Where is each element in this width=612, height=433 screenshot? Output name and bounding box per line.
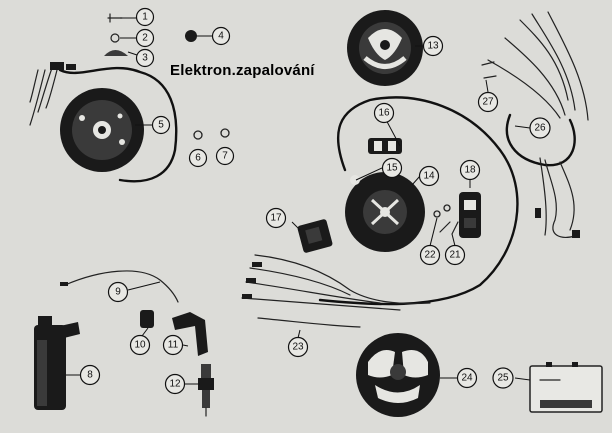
callout-25: 25 [492, 367, 514, 389]
svg-text:4: 4 [218, 31, 224, 42]
small-connectors [481, 61, 497, 79]
svg-text:10: 10 [134, 340, 146, 351]
svg-text:11: 11 [168, 340, 179, 351]
svg-text:22: 22 [424, 250, 436, 261]
ht-cable [60, 270, 179, 303]
callout-9: 9 [107, 281, 129, 303]
svg-text:23: 23 [292, 342, 304, 353]
callout-22: 22 [419, 244, 441, 266]
callout-11: 11 [162, 334, 184, 356]
svg-text:24: 24 [461, 373, 473, 384]
ignition-coil [34, 316, 80, 410]
svg-text:12: 12 [169, 379, 181, 390]
suppressor-caps [140, 310, 208, 356]
callout-12: 12 [164, 373, 186, 395]
callout-3: 3 [135, 48, 155, 68]
svg-text:26: 26 [534, 123, 546, 134]
callout-6: 6 [188, 148, 208, 168]
svg-text:21: 21 [449, 250, 461, 261]
callout-17: 17 [265, 207, 287, 229]
svg-text:7: 7 [222, 151, 228, 162]
svg-text:9: 9 [115, 287, 121, 298]
trigger-module [368, 138, 402, 154]
svg-text:15: 15 [386, 163, 398, 174]
svg-text:18: 18 [464, 165, 476, 176]
svg-text:17: 17 [270, 213, 282, 224]
spark-plug [198, 364, 214, 417]
small-hardware-group [104, 13, 197, 56]
callout-21: 21 [444, 244, 466, 266]
washers [193, 128, 230, 140]
callout-2: 2 [135, 28, 155, 48]
small-screws [433, 204, 459, 235]
pickup-sensor [459, 192, 481, 238]
callout-27: 27 [477, 91, 499, 113]
capacitor-unit [297, 219, 333, 253]
svg-text:8: 8 [87, 370, 93, 381]
callout-4: 4 [211, 26, 231, 46]
magneto-stator [356, 333, 440, 417]
callout-18: 18 [459, 159, 481, 181]
svg-text:16: 16 [378, 108, 390, 119]
svg-text:6: 6 [195, 153, 201, 164]
callout-16: 16 [373, 102, 395, 124]
callout-26: 26 [529, 117, 551, 139]
stator-plate [347, 10, 423, 86]
callout-15: 15 [381, 157, 403, 179]
svg-text:3: 3 [142, 53, 148, 64]
regulator-box [529, 362, 603, 413]
loose-wires [241, 254, 431, 328]
svg-text:27: 27 [482, 97, 494, 108]
ignition-base-plate [318, 96, 519, 306]
callout-24: 24 [456, 367, 478, 389]
svg-text:5: 5 [158, 120, 164, 131]
callout-14: 14 [418, 165, 440, 187]
svg-text:14: 14 [423, 171, 435, 182]
diagram-title: Elektron.zapalování [170, 62, 315, 79]
callout-5: 5 [151, 115, 171, 135]
leader-lines [66, 17, 531, 385]
callout-7: 7 [215, 146, 235, 166]
callout-23: 23 [287, 336, 309, 358]
svg-text:13: 13 [427, 41, 439, 52]
svg-text:1: 1 [142, 12, 148, 23]
callout-8: 8 [79, 364, 101, 386]
svg-text:2: 2 [142, 33, 148, 44]
callout-13: 13 [422, 35, 444, 57]
svg-text:25: 25 [497, 373, 509, 384]
wiring-harness [487, 11, 589, 238]
callout-10: 10 [129, 334, 151, 356]
flywheel-magneto [29, 62, 178, 183]
callout-1: 1 [135, 7, 155, 27]
